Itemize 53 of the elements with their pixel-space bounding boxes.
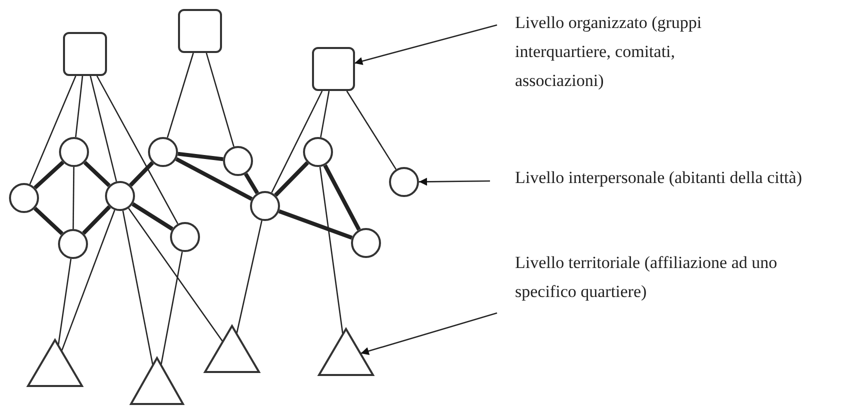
circle-node [223, 146, 253, 176]
circle-node [148, 137, 178, 167]
connector-line [320, 90, 330, 138]
square-node [312, 47, 354, 91]
circle-node [58, 229, 88, 259]
triangle-node [204, 325, 260, 373]
circle-node [351, 228, 381, 258]
circle-node [250, 191, 280, 221]
circle-node [59, 137, 89, 167]
connector-line [160, 252, 183, 365]
leader-line [419, 178, 490, 186]
connector-line [122, 210, 154, 365]
connector-line [274, 161, 309, 197]
square-node [63, 32, 107, 76]
connector-line [271, 90, 323, 193]
connector-line [346, 90, 397, 170]
connector-line [175, 157, 253, 201]
connector-line [178, 152, 224, 162]
leader-line [360, 312, 498, 355]
connector-line [166, 52, 194, 138]
connector-line [82, 205, 111, 235]
connector-line [206, 52, 234, 147]
connector-line [128, 208, 224, 342]
leader-line [354, 24, 498, 65]
triangle-node [318, 328, 374, 376]
level-label: Livello interpersonale (abitanti della città) [515, 163, 805, 192]
square-node [178, 9, 222, 53]
triangle-node [130, 357, 184, 405]
circle-node [105, 181, 135, 211]
connector-line [75, 76, 84, 138]
level-label: Livello territoriale (affiliazione ad uno specifico quartiere) [515, 248, 830, 306]
connector-line [58, 258, 72, 345]
connector-line [34, 206, 64, 236]
connector-line [90, 76, 118, 182]
circle-node [170, 222, 200, 252]
triangle-node [27, 339, 83, 387]
circle-node [9, 183, 39, 213]
connector-line [319, 166, 344, 334]
connector-line [96, 76, 178, 224]
circle-node [389, 167, 419, 197]
connector-line [323, 164, 361, 231]
connector-line [29, 76, 76, 184]
connector-line [244, 172, 260, 194]
connector-line [61, 210, 116, 351]
connector-line [83, 160, 111, 188]
connector-line [129, 161, 154, 187]
connector-line [236, 220, 262, 334]
circle-node [303, 137, 333, 167]
connector-line [278, 209, 353, 240]
connector-line [132, 202, 174, 231]
connector-line [72, 167, 74, 229]
level-label: Livello organizzato (gruppi interquartiere, comitati, associazioni) [515, 8, 730, 95]
connector-line [34, 160, 64, 190]
